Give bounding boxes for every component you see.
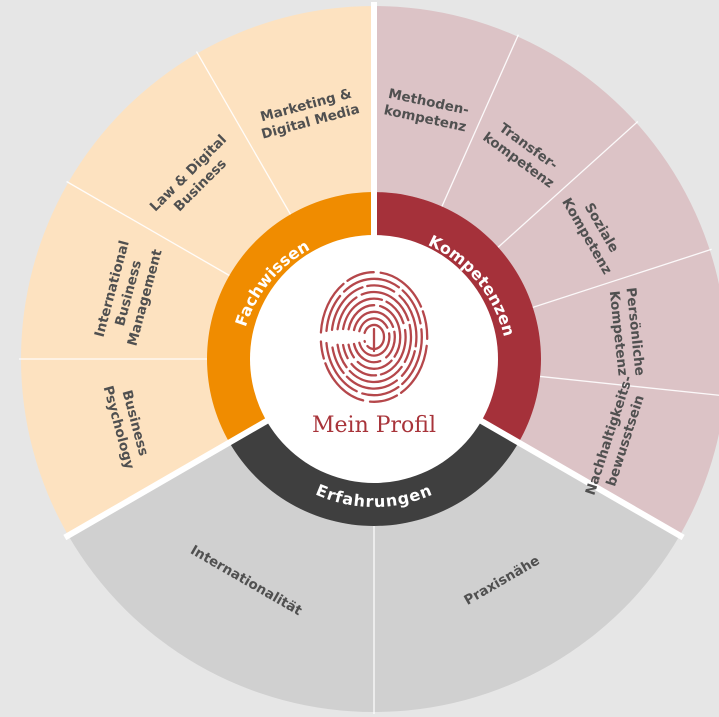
center-disc bbox=[254, 239, 494, 479]
item-divider bbox=[195, 51, 292, 215]
fingerprint-ridge bbox=[325, 277, 423, 397]
fingerprint-ridge bbox=[330, 284, 418, 390]
fingerprint-ridge bbox=[319, 271, 429, 403]
item-divider bbox=[441, 34, 519, 207]
center-label: Mein Profil bbox=[312, 413, 436, 438]
segment-dividers bbox=[19, 2, 719, 714]
ring-fachwissen bbox=[207, 192, 374, 443]
fingerprint-ridge bbox=[358, 317, 391, 357]
sector-kompetenzen bbox=[374, 6, 719, 536]
fingerprint-ridge bbox=[347, 304, 402, 370]
fingerprint-ridge bbox=[336, 290, 413, 384]
item-divider bbox=[66, 180, 230, 277]
ring-erfahrungen bbox=[229, 419, 519, 526]
sector-fachwissen bbox=[21, 6, 374, 536]
item-divider bbox=[540, 375, 719, 396]
ring-kompetenzen bbox=[374, 192, 541, 443]
fingerprint-ridge bbox=[352, 310, 396, 364]
item-divider bbox=[497, 120, 639, 248]
fingerprint-icon bbox=[319, 271, 429, 403]
fingerprint-ridge bbox=[363, 323, 386, 351]
segment-divider bbox=[63, 415, 274, 541]
fingerprint-ridge bbox=[341, 297, 407, 377]
center-circle: Mein Profil bbox=[250, 235, 498, 483]
category-ring bbox=[207, 192, 541, 526]
segment-divider bbox=[474, 415, 685, 541]
item-divider bbox=[532, 248, 712, 309]
outer-ring bbox=[21, 6, 719, 712]
